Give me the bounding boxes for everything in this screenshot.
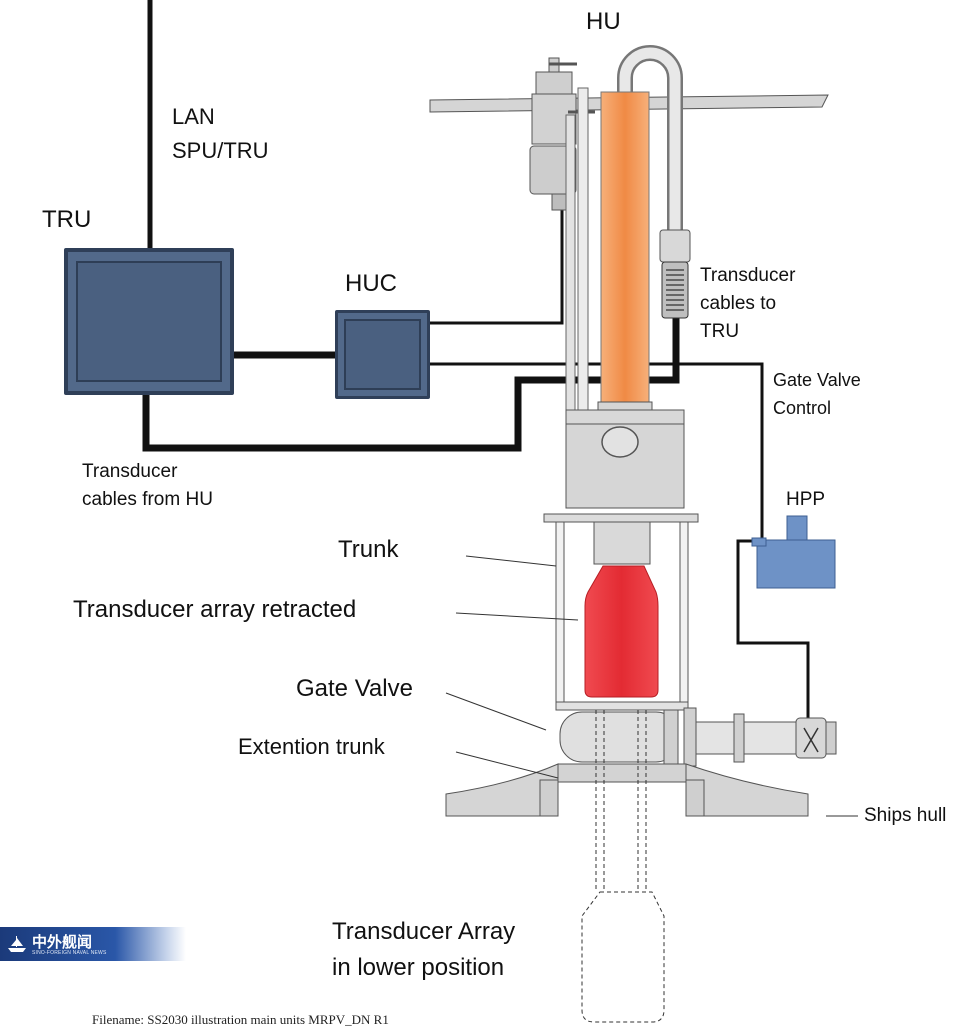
label-hu: HU [586, 8, 621, 35]
label-trunk: Trunk [338, 536, 399, 563]
ship-icon [8, 936, 26, 952]
cable-loop-pipe [617, 45, 691, 319]
leader-lines [445, 555, 858, 817]
label-gate-valve-control: Gate Valve Control [773, 370, 861, 418]
tru-unit [64, 248, 234, 395]
gate-valve-control-cable [430, 362, 764, 541]
huc-unit [335, 310, 430, 399]
label-transducer-array-retracted: Transducer array retracted [73, 596, 357, 623]
hoist-motor [529, 57, 595, 211]
guide-rods [565, 87, 589, 416]
huc-hu-control-cable [430, 210, 564, 325]
watermark-logo: 中外舰闻 SINO-FOREIGN NAVAL NEWS [0, 927, 186, 961]
label-transducer-array-lower: Transducer Array in lower position [332, 918, 516, 981]
hoist-shaft [597, 91, 653, 411]
hu-body [543, 409, 699, 565]
label-ships-hull: Ships hull [864, 805, 947, 826]
label-gate-valve: Gate Valve [296, 675, 413, 702]
filename-caption: Filename: SS2030 illustration main units… [92, 1012, 389, 1027]
extension-trunk-and-hull [445, 763, 809, 817]
label-spu-tru: SPU/TRU [172, 138, 269, 163]
transducer-array-retracted [584, 565, 659, 698]
label-transducer-cables-to-tru: Transducer cables to TRU [700, 265, 796, 342]
gate-valve [559, 707, 837, 767]
hpp-gate-valve-hydraulic-line [736, 539, 810, 720]
label-hpp: HPP [786, 489, 826, 510]
label-lan: LAN [172, 104, 215, 129]
transducer-array-lower [581, 710, 665, 1023]
logo-text-cn: 中外舰闻 [32, 934, 93, 951]
label-extention-trunk: Extention trunk [238, 734, 385, 759]
label-huc: HUC [345, 270, 397, 297]
label-tru: TRU [42, 206, 92, 233]
label-transducer-cables-from-hu: Transducer cables from HU [82, 461, 213, 510]
hpp-unit [751, 515, 836, 589]
transducer-cables-from-hu [142, 318, 680, 452]
logo-text-en: SINO-FOREIGN NAVAL NEWS [32, 950, 107, 956]
